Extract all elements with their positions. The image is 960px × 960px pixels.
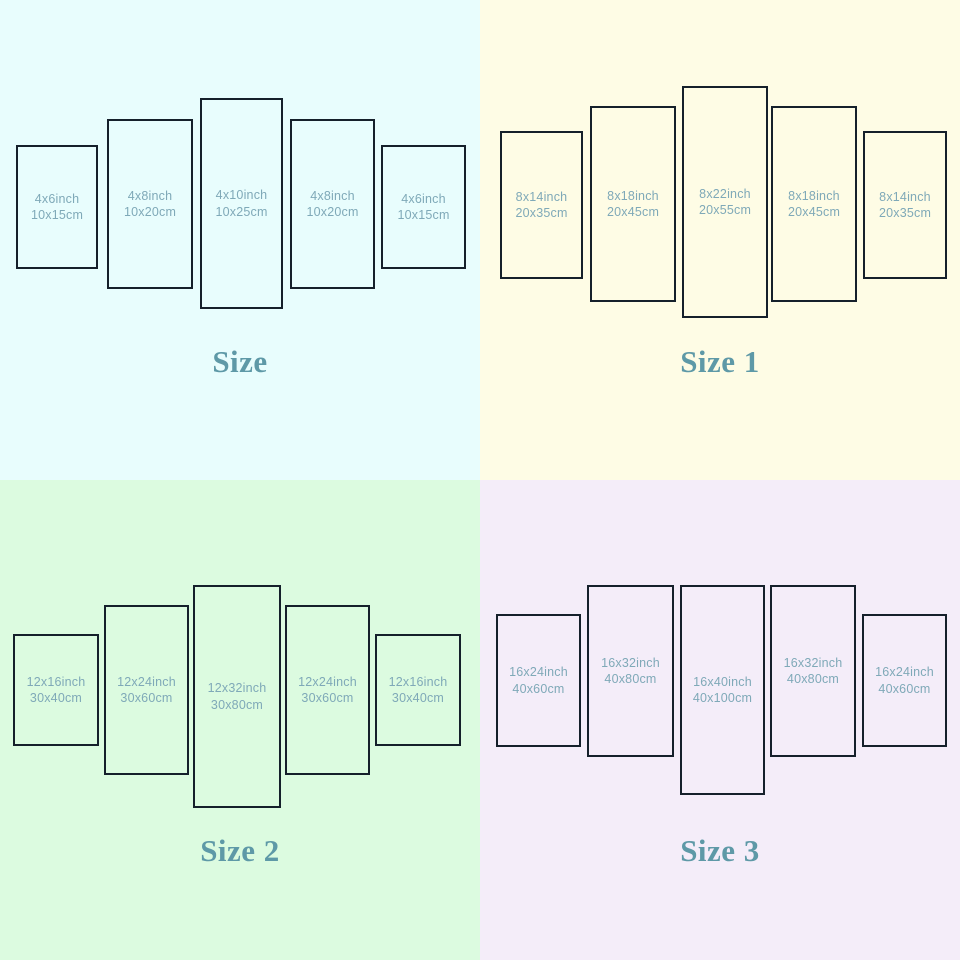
panel-dimension-cm: 30x60cm (301, 691, 354, 705)
panel-dimension-inch: 16x40inch (693, 674, 752, 689)
panel-dimension-inch: 16x32inch (601, 655, 660, 670)
size-option-title: Size 3 (680, 833, 760, 868)
panel-dimension-label: 16x24inch 40x60cm (509, 664, 568, 697)
panel-dimension-cm: 10x20cm (306, 205, 359, 219)
canvas-panel[interactable]: 4x6inch 10x15cm (16, 145, 98, 269)
panel-dimension-cm: 30x40cm (29, 691, 83, 705)
panel-dimension-inch: 4x8inch (127, 188, 173, 203)
canvas-panel[interactable]: 4x10inch 10x25cm (200, 98, 283, 309)
canvas-panel[interactable]: 12x32inch 30x80cm (193, 585, 281, 808)
canvas-panel[interactable]: 12x24inch 30x60cm (104, 605, 189, 775)
panel-dimension-label: 12x32inch 30x80cm (208, 680, 267, 713)
panel-dimension-inch: 12x24inch (117, 674, 176, 689)
canvas-panel[interactable]: 4x6inch 10x15cm (381, 145, 466, 269)
panel-dimension-inch: 12x16inch (388, 674, 448, 689)
canvas-panel[interactable]: 8x18inch 20x45cm (771, 106, 857, 302)
panel-dimension-cm: 40x80cm (604, 672, 657, 686)
panel-dimension-inch: 16x24inch (875, 665, 934, 679)
panel-group-size-3: 16x24inch 40x60cm 16x32inch 40x80cm 16x40inc… (480, 480, 960, 960)
canvas-panel[interactable]: 8x22inch 20x55cm (682, 86, 768, 318)
panel-dimension-label: 4x8inch 10x20cm (306, 188, 358, 221)
panel-dimension-cm: 40x80cm (786, 672, 840, 686)
canvas-panel[interactable]: 12x24inch 30x60cm (285, 605, 370, 775)
quadrant-size: 4x6inch 10x15cm 4x8inch 10x20cm 4x10inch 10x2… (0, 0, 480, 480)
panel-dimension-label: 8x22inch 20x55cm (699, 186, 751, 219)
panel-dimension-cm: 10x25cm (215, 204, 268, 219)
panel-dimension-label: 16x32inch 40x80cm (784, 655, 843, 688)
panel-dimension-inch: 4x10inch (215, 188, 268, 202)
size-option-title: Size 2 (200, 833, 280, 868)
canvas-panel[interactable]: 16x32inch 40x80cm (587, 585, 674, 757)
canvas-panel[interactable]: 8x14inch 20x35cm (500, 131, 583, 279)
quadrant-size-3: 16x24inch 40x60cm 16x32inch 40x80cm 16x40inc… (480, 480, 960, 960)
panel-dimension-cm: 10x15cm (397, 208, 450, 222)
panel-dimension-cm: 10x15cm (30, 208, 84, 222)
quadrant-size-1: 8x14inch 20x35cm 8x18inch 20x45cm 8x22inch 20… (480, 0, 960, 480)
canvas-panel[interactable]: 16x32inch 40x80cm (770, 585, 856, 757)
panel-dimension-cm: 20x55cm (698, 203, 752, 217)
panel-dimension-inch: 8x18inch (607, 188, 659, 203)
panel-dimension-label: 16x40inch 40x100cm (693, 674, 752, 707)
panel-dimension-cm: 40x100cm (692, 691, 753, 705)
canvas-panel[interactable]: 12x16inch 30x40cm (13, 634, 99, 746)
canvas-panel[interactable]: 8x18inch 20x45cm (590, 106, 676, 302)
panel-dimension-cm: 40x60cm (878, 681, 931, 696)
panel-dimension-cm: 40x60cm (512, 681, 565, 696)
panel-dimension-inch: 8x14inch (515, 189, 568, 204)
panel-dimension-inch: 12x24inch (298, 674, 357, 689)
panel-dimension-label: 8x18inch 20x45cm (607, 188, 659, 221)
canvas-panel[interactable]: 4x8inch 10x20cm (290, 119, 375, 289)
panel-dimension-inch: 16x32inch (783, 655, 843, 670)
panel-dimension-label: 4x6inch 10x15cm (397, 191, 449, 224)
panel-dimension-label: 4x8inch 10x20cm (124, 188, 176, 221)
panel-dimension-inch: 16x24inch (509, 665, 568, 679)
panel-group-size: 4x6inch 10x15cm 4x8inch 10x20cm 4x10inch 10x2… (0, 0, 480, 480)
canvas-panel[interactable]: 16x24inch 40x60cm (862, 614, 947, 747)
panel-dimension-cm: 10x20cm (123, 205, 177, 219)
panel-dimension-label: 8x14inch 20x35cm (515, 189, 567, 222)
panel-dimension-label: 16x24inch 40x60cm (875, 664, 934, 697)
panel-dimension-cm: 30x60cm (120, 691, 173, 705)
panel-dimension-label: 12x24inch 30x60cm (117, 674, 176, 707)
panel-dimension-label: 4x6inch 10x15cm (31, 191, 83, 224)
panel-dimension-label: 12x16inch 30x40cm (27, 674, 86, 707)
panel-dimension-inch: 4x6inch (34, 191, 80, 206)
panel-dimension-inch: 4x8inch (310, 188, 355, 203)
size-option-title: Size 1 (680, 344, 760, 379)
panel-dimension-inch: 8x14inch (879, 189, 931, 204)
panel-dimension-cm: 30x40cm (391, 691, 445, 705)
panel-dimension-cm: 20x45cm (606, 205, 660, 219)
panel-dimension-label: 12x16inch 30x40cm (389, 674, 448, 707)
panel-group-size-2: 12x16inch 30x40cm 12x24inch 30x60cm 12x32inc… (0, 480, 480, 960)
panel-dimension-label: 16x32inch 40x80cm (601, 655, 660, 688)
panel-dimension-cm: 30x80cm (210, 697, 264, 712)
panel-dimension-label: 8x18inch 20x45cm (788, 188, 840, 221)
panel-dimension-label: 8x14inch 20x35cm (879, 189, 931, 222)
canvas-panel[interactable]: 16x40inch 40x100cm (680, 585, 765, 795)
canvas-panel[interactable]: 8x14inch 20x35cm (863, 131, 947, 279)
canvas-panel[interactable]: 16x24inch 40x60cm (496, 614, 581, 747)
quadrant-size-2: 12x16inch 30x40cm 12x24inch 30x60cm 12x32inc… (0, 480, 480, 960)
panel-dimension-inch: 8x18inch (788, 188, 840, 203)
panel-dimension-inch: 12x16inch (26, 674, 86, 689)
canvas-panel[interactable]: 4x8inch 10x20cm (107, 119, 193, 289)
panel-dimension-inch: 8x22inch (699, 186, 751, 201)
panel-dimension-inch: 12x32inch (207, 681, 267, 695)
panel-dimension-inch: 4x6inch (401, 191, 446, 206)
panel-dimension-cm: 20x45cm (787, 205, 841, 219)
size-option-title: Size (212, 344, 268, 379)
panel-dimension-cm: 20x35cm (878, 206, 932, 220)
panel-dimension-cm: 20x35cm (515, 206, 568, 220)
panel-dimension-label: 12x24inch 30x60cm (298, 674, 357, 707)
panel-group-size-1: 8x14inch 20x35cm 8x18inch 20x45cm 8x22inch 20… (480, 0, 960, 480)
panel-dimension-label: 4x10inch 10x25cm (215, 187, 267, 220)
canvas-panel[interactable]: 12x16inch 30x40cm (375, 634, 461, 746)
